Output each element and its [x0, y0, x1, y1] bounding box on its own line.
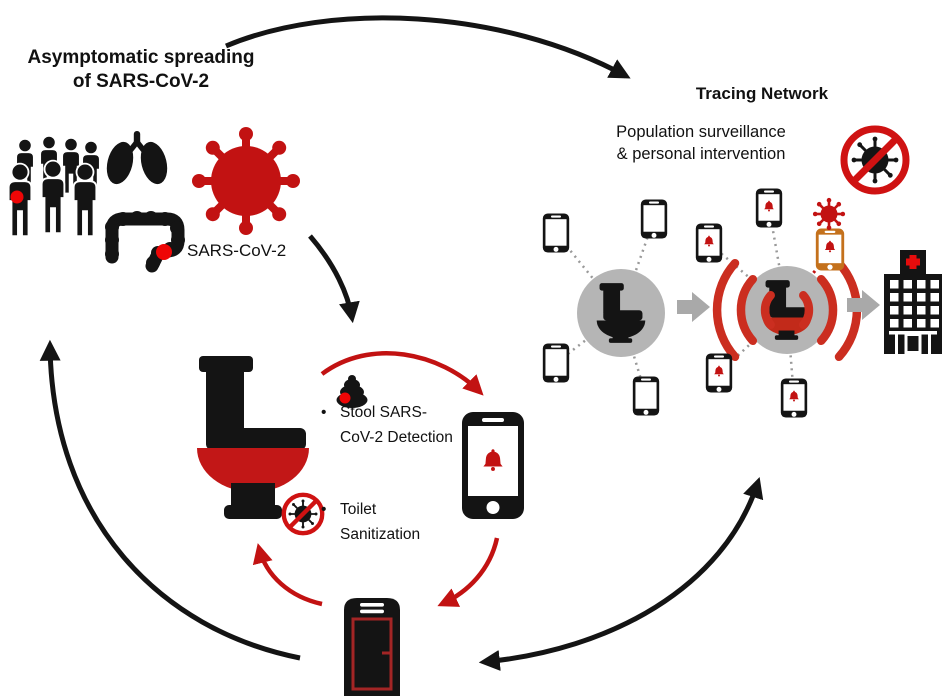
bullet-stool-detection: • Stool SARS-CoV-2 Detection [321, 400, 460, 450]
sanitization-no-virus-icon [284, 495, 322, 533]
portable-toilet-icon [344, 598, 400, 696]
alert-phone-icon [695, 223, 723, 263]
alert-smartphone-icon [462, 412, 524, 519]
lungs-icon [106, 131, 168, 185]
arrow-cycle-left-up [39, 339, 301, 661]
alert-phone-icon [780, 378, 808, 418]
arrow-potty-to-toilet [252, 543, 323, 607]
network-hub-toilet [577, 269, 665, 357]
infection-dot [156, 244, 172, 260]
infection-dot [10, 190, 24, 204]
alert-phone-icon [705, 353, 733, 393]
bullet-toilet-sanitization: • Toilet Sanitization [321, 497, 460, 547]
poop-icon [336, 375, 368, 408]
alert-phone-icon [755, 188, 783, 228]
phone-icon [542, 213, 570, 253]
left-section-title: Asymptomatic spreading of SARS-CoV-2 [27, 47, 255, 92]
virus-label: SARS-CoV-2 [187, 241, 287, 260]
right-section-subtitle: Population surveillance & personal inter… [616, 123, 786, 163]
bullet-marker: • [321, 404, 327, 421]
arrow-virus-to-toilet [308, 234, 360, 324]
right-section-title: Tracing Network [695, 84, 829, 103]
flow-arrows-black [39, 15, 764, 671]
arrow-phone-to-potty [437, 537, 500, 607]
no-virus-icon [844, 129, 906, 191]
bullet-text: Stool SARS-CoV-2 Detection [340, 404, 453, 446]
cycle-arrows-red [252, 351, 500, 607]
phone-icon [640, 199, 668, 239]
infection-dot [339, 392, 351, 404]
phone-icon [542, 343, 570, 383]
crowd-icon [7, 136, 101, 238]
infected-phone-icon [815, 228, 845, 271]
arrow-potty-tracing-bidirectional [478, 477, 764, 671]
colon-icon [105, 211, 185, 273]
small-virus-icon [812, 197, 846, 231]
hospital-icon [884, 250, 942, 354]
signal-waves-icon [712, 258, 862, 362]
bullet-marker: • [321, 501, 327, 518]
alert-hub-toilet [712, 258, 862, 362]
bullet-text: Toilet Sanitization [340, 501, 421, 543]
arrow-spreading-to-tracing [225, 15, 631, 79]
arrow-toilet-to-phone [320, 351, 484, 396]
phone-icon [632, 376, 660, 416]
arrow-right-gray-2 [847, 290, 880, 320]
virus-icon [192, 127, 300, 235]
smart-toilet-icon [197, 356, 309, 519]
arrow-right-gray [677, 292, 710, 322]
